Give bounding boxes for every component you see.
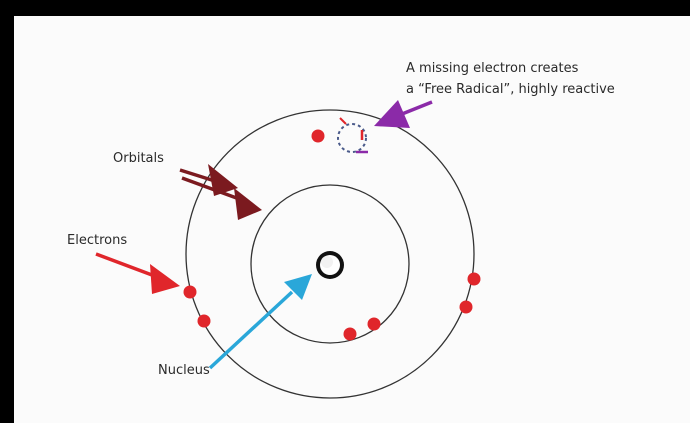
free-radical-label-line2: a “Free Radical”, highly reactive (406, 82, 615, 97)
electron (183, 285, 197, 299)
electrons-arrow (95, 252, 180, 294)
orbital-arrow-outer (179, 164, 238, 196)
nucleus (316, 251, 344, 279)
diagram-frame (14, 16, 690, 423)
free-radical-arrow (374, 100, 433, 128)
nucleus-arrow (208, 274, 312, 370)
nucleus-label: Nucleus (158, 363, 210, 378)
inner-orbital (250, 184, 410, 344)
outer-orbital (185, 109, 475, 399)
electron (467, 272, 481, 286)
missing-electron (337, 117, 368, 154)
orbital-arrow-inner (181, 176, 262, 220)
electron (197, 314, 211, 328)
electron (311, 129, 325, 143)
electron (459, 300, 473, 314)
electron (343, 327, 357, 341)
free-radical-label-line1: A missing electron creates (406, 61, 579, 76)
orbitals-label: Orbitals (113, 151, 164, 166)
electrons-label: Electrons (67, 233, 127, 248)
electron (367, 317, 381, 331)
